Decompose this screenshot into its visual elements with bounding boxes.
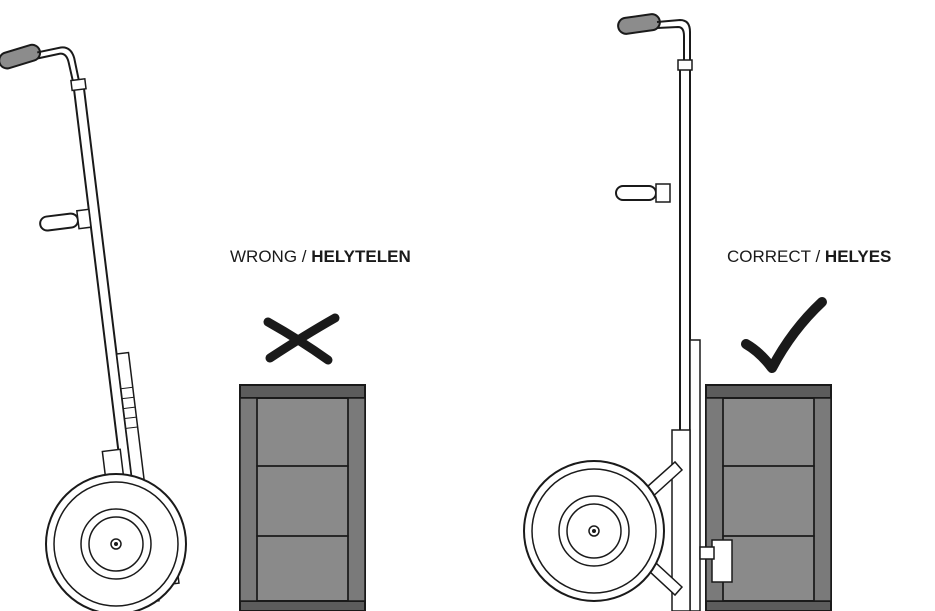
wrong-caption: WRONG / HELYTELEN <box>230 247 411 267</box>
correct-label: CORRECT / <box>727 247 825 266</box>
wrong-illustration <box>0 43 366 611</box>
wheel-wrong <box>45 473 187 611</box>
wrong-label-bold: HELYTELEN <box>311 247 411 266</box>
check-mark-icon <box>741 297 827 373</box>
barrel-wrong <box>239 384 366 611</box>
cross-mark-icon <box>263 313 340 365</box>
correct-caption: CORRECT / HELYES <box>727 247 891 267</box>
correct-illustration <box>523 13 832 611</box>
wheel-correct <box>523 460 665 602</box>
correct-label-bold: HELYES <box>824 247 892 266</box>
wrong-label: WRONG / <box>230 247 312 266</box>
